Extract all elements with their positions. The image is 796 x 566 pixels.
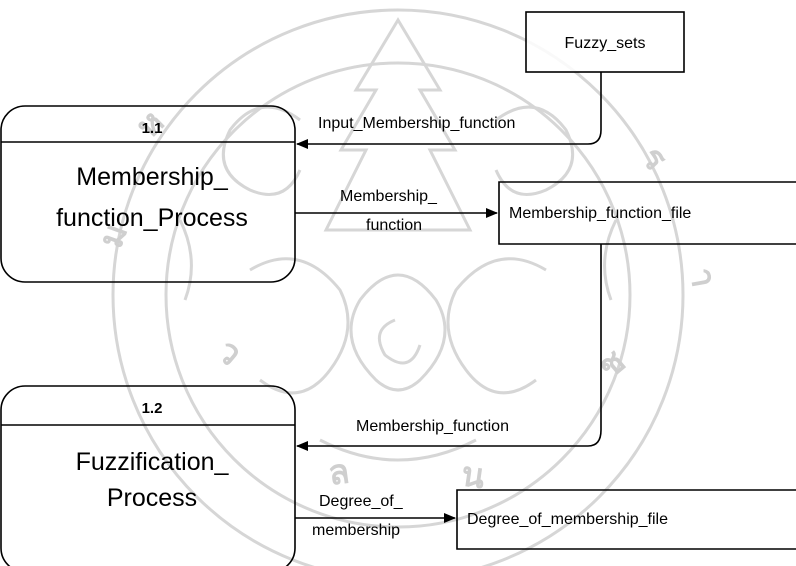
data-store-fuzzy-sets-label: Fuzzy_sets [565, 35, 646, 52]
process-1-1-name-line1: Membership_ [76, 163, 229, 191]
process-1-1[interactable]: 1.1 Membership_ function_Process [0, 105, 296, 283]
university-seal-watermark: ม ห ว ร า ช ล น [91, 8, 724, 566]
process-1-1-id: 1.1 [142, 120, 163, 137]
flow-membership-function-to-process-label: Membership_function [356, 418, 509, 435]
process-1-2[interactable]: 1.2 Fuzzification_ Process [0, 385, 296, 566]
flow-input-membership-function-label: Input_Membership_function [318, 115, 515, 132]
flow-membership-function-to-file[interactable]: Membership_ function [295, 188, 498, 234]
flow-degree-of-membership[interactable]: Degree_of_ membership [295, 493, 456, 539]
data-store-membership-function-file[interactable]: Membership_function_file [498, 181, 796, 245]
process-1-2-name-line2: Process [107, 484, 197, 512]
flow-membership-function-to-process-line [296, 244, 602, 451]
data-store-membership-function-file-label: Membership_function_file [509, 205, 691, 222]
flow-degree-of-membership-label-line2: membership [312, 522, 400, 539]
process-1-1-name-line2: function_Process [56, 204, 248, 232]
flow-membership-function-to-file-label-line2: function [366, 217, 422, 234]
data-store-degree-of-membership-file-label: Degree_of_membership_file [467, 511, 668, 528]
flow-degree-of-membership-label-line1: Degree_of_ [319, 493, 404, 510]
process-1-2-name-line1: Fuzzification_ [76, 448, 230, 476]
process-1-2-id: 1.2 [142, 400, 163, 417]
svg-text:ช: ช [590, 341, 633, 386]
flow-input-membership-function-line [296, 72, 602, 149]
svg-text:ว: ว [209, 331, 249, 374]
flow-membership-function-to-file-label-line1: Membership_ [340, 188, 438, 205]
data-store-fuzzy-sets[interactable]: Fuzzy_sets [525, 11, 685, 73]
data-store-degree-of-membership-file[interactable]: Degree_of_membership_file [456, 489, 796, 550]
flow-membership-function-to-process[interactable]: Membership_function [296, 244, 602, 451]
flow-input-membership-function[interactable]: Input_Membership_function [296, 72, 602, 149]
svg-text:ล: ล [326, 451, 352, 494]
svg-text:า: า [681, 265, 724, 291]
